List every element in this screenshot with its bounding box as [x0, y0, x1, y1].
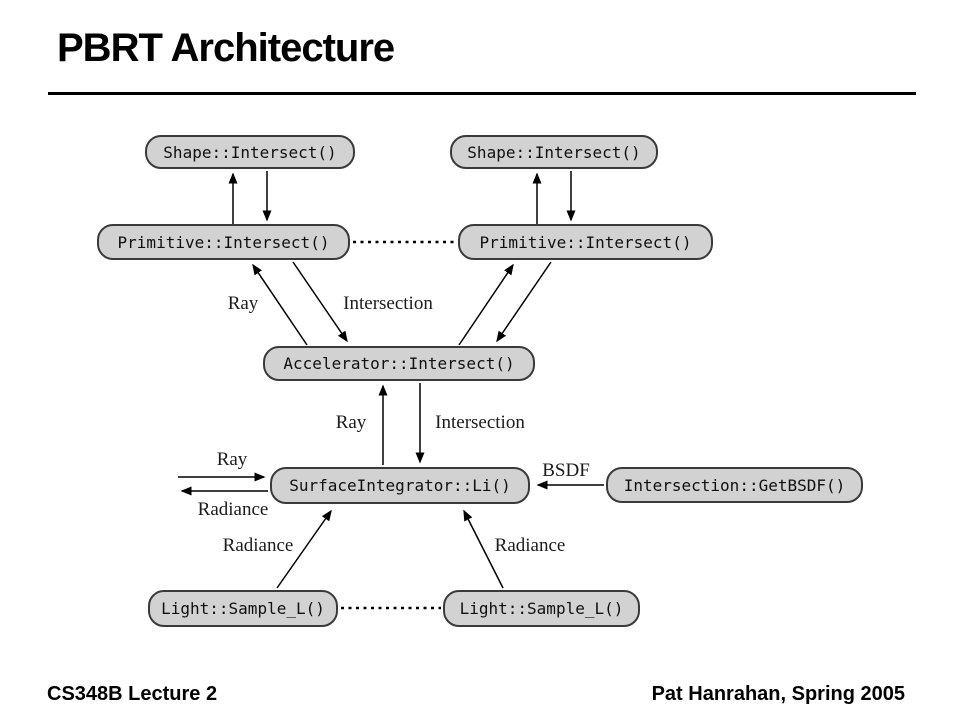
arrow-primitive-right-to-accelerator-intersection: [496, 261, 552, 343]
page-title: PBRT Architecture: [57, 26, 395, 70]
edge-label-ray-mid: Ray: [335, 412, 367, 433]
node-shape-intersect-left: Shape::Intersect(): [145, 135, 355, 169]
node-primitive-intersect-left: Primitive::Intersect(): [97, 224, 350, 260]
edge-label-intersection-upper: Intersection: [343, 293, 433, 314]
node-surfaceintegrator-li: SurfaceIntegrator::Li(): [270, 467, 530, 504]
title-underline: [48, 92, 916, 95]
edge-label-ray-upper: Ray: [227, 293, 259, 314]
arrow-accelerator-to-primitive-left-ray: [252, 263, 308, 346]
edge-label-radiance-bottom-left: Radiance: [222, 535, 294, 556]
footer-author: Pat Hanrahan, Spring 2005: [651, 683, 905, 705]
node-shape-intersect-right: Shape::Intersect(): [450, 135, 658, 169]
arrow-light-left-to-surfaceintegrator-radiance: [276, 509, 332, 589]
edge-label-bsdf: BSDF: [542, 460, 590, 481]
edge-label-ray-left: Ray: [216, 449, 248, 470]
node-accelerator-intersect: Accelerator::Intersect(): [263, 346, 535, 381]
edge-label-radiance-bottom-right: Radiance: [494, 535, 566, 556]
node-light-sample-left: Light::Sample_L(): [148, 590, 338, 627]
edge-label-intersection-mid: Intersection: [435, 412, 525, 433]
arrow-light-right-to-surfaceintegrator-radiance: [463, 509, 504, 589]
arrow-primitive-left-to-accelerator-intersection: [292, 261, 348, 343]
node-primitive-intersect-right: Primitive::Intersect(): [458, 224, 713, 260]
footer-course: CS348B Lecture 2: [47, 683, 218, 705]
edge-label-radiance-left: Radiance: [197, 499, 269, 520]
arrow-accelerator-to-primitive-right-ray: [458, 263, 514, 346]
node-intersection-getbsdf: Intersection::GetBSDF(): [606, 467, 863, 503]
node-light-sample-right: Light::Sample_L(): [443, 590, 640, 627]
